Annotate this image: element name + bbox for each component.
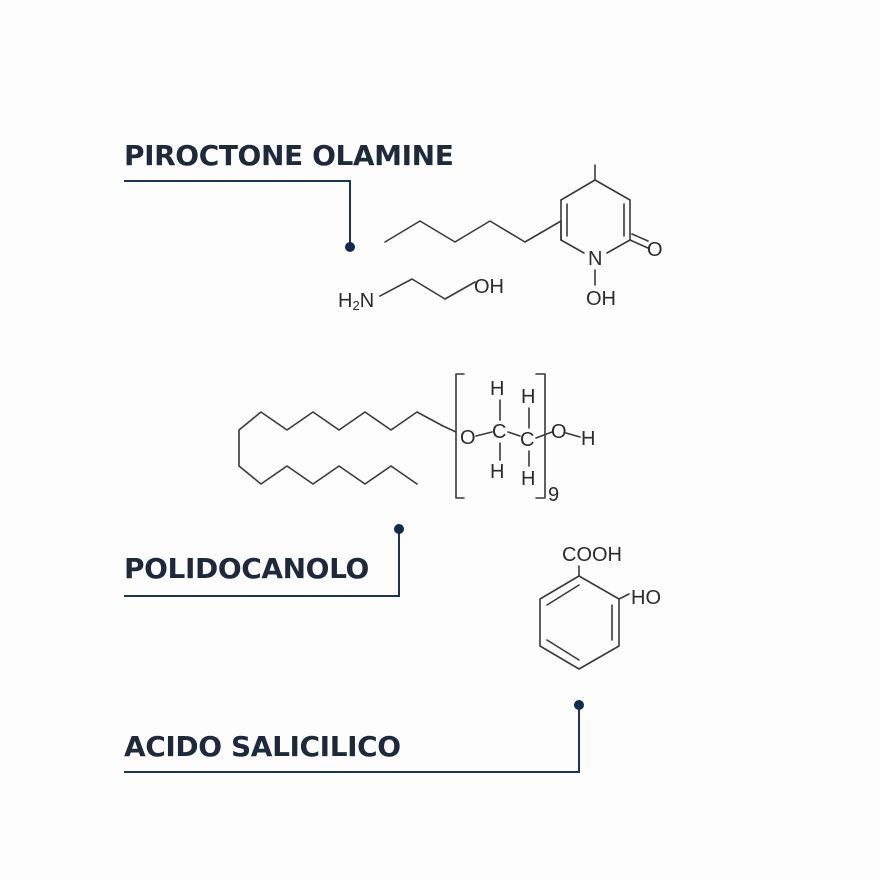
bond-ring (560, 179, 596, 201)
atom-h-terminal: H (581, 428, 595, 450)
bond-o-c (475, 431, 493, 437)
bond-c-c (507, 431, 521, 437)
atom-c1: C (492, 421, 506, 443)
leader-dot-piroctone (345, 242, 355, 252)
leader-dot-polidocanolo (394, 524, 404, 534)
atom-o-carbonyl: O (647, 239, 663, 261)
atom-amine-oh: OH (474, 276, 504, 298)
label-acido-salicilico: ACIDO SALICILICO (124, 730, 401, 763)
atom-c2: C (520, 429, 534, 451)
atom-cooh: COOH (562, 544, 622, 566)
atom-h1-top: H (490, 378, 504, 400)
bracket-left (455, 373, 465, 499)
bond-o-h (565, 432, 581, 438)
atom-h1-bottom: H (490, 461, 504, 483)
bond-carbonyl (629, 239, 649, 249)
bond-carbonyl-double (631, 233, 649, 242)
bond-alkyl-chain (238, 411, 444, 485)
atom-h2-bottom: H (521, 468, 535, 490)
structure-piroctone-olamine: O N OH H2N OH (338, 164, 663, 313)
atom-n: N (588, 248, 602, 270)
bond-ring (594, 179, 631, 201)
atom-o-ether: O (460, 427, 476, 449)
bond-benzene-double (546, 584, 580, 606)
leader-line-salicilico (124, 705, 580, 773)
atom-o-terminal: O (551, 421, 567, 443)
bond-hydroxyl (618, 593, 630, 600)
bond-c-o (535, 431, 553, 439)
bond-ring (606, 239, 631, 254)
repeat-count: 9 (548, 484, 559, 506)
bond-alkyl-chain (384, 220, 562, 243)
bond-chain-end (442, 425, 457, 433)
structure-polidocanol: O C H H C H H O H 9 (238, 373, 595, 506)
bracket-right (535, 373, 546, 499)
label-polidocanolo: POLIDOCANOLO (124, 552, 369, 585)
bond-benzene-double (546, 639, 580, 661)
label-piroctone-olamine: PIROCTONE OLAMINE (124, 139, 453, 172)
atom-ho: HO (631, 587, 661, 609)
atom-n-oh: OH (586, 288, 616, 310)
bond-ring (560, 239, 585, 254)
leader-line-piroctone (124, 180, 351, 247)
structure-salicylic-acid: COOH HO (539, 544, 661, 670)
atom-h2-top: H (521, 386, 535, 408)
bond-benzene-ring (539, 575, 620, 670)
leader-line-polidocanolo (124, 529, 400, 597)
atom-h2n: H2N (338, 290, 374, 313)
bond-ethanolamine (379, 278, 476, 300)
